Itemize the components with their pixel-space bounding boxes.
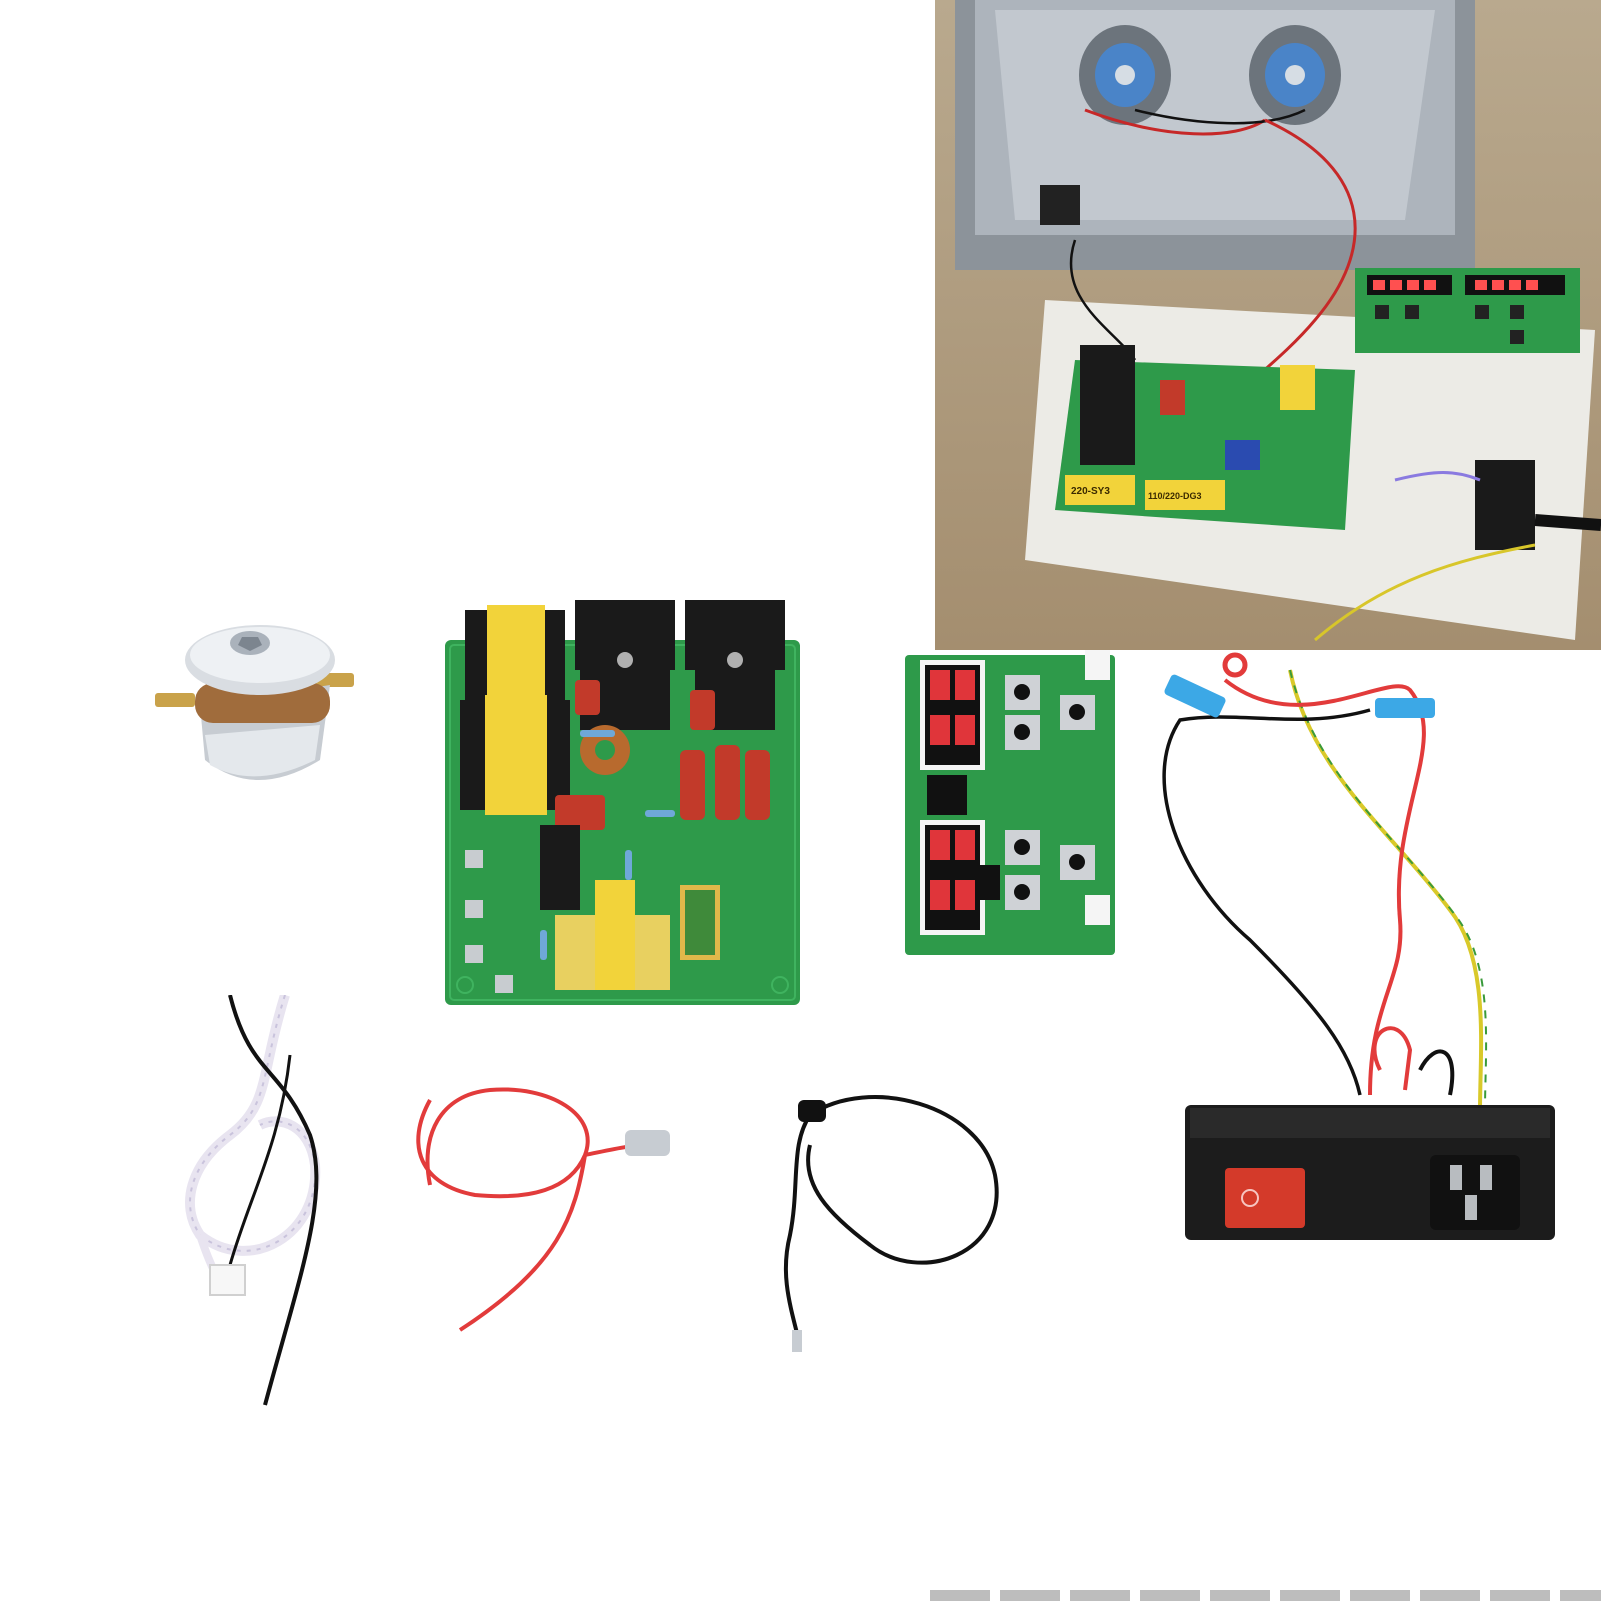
assembled-cleaner-photo: 220-SY3 110/220-DG3 xyxy=(935,0,1601,650)
capacitor-bank xyxy=(555,680,770,830)
power-socket-assembly xyxy=(1150,650,1570,1250)
tactile-buttons xyxy=(1005,675,1095,910)
transformer-label-2: 110/220-DG3 xyxy=(1148,491,1202,501)
bottom-edge-strip xyxy=(930,1590,1601,1601)
installed-transformer-1: 220-SY3 xyxy=(1065,475,1135,505)
installed-transformer-2: 110/220-DG3 xyxy=(1145,480,1225,510)
assembled-cleaner-illustration: 220-SY3 110/220-DG3 xyxy=(955,0,1601,642)
socket-body xyxy=(1185,1105,1555,1240)
tank-transducer-left xyxy=(1079,25,1171,125)
ultrasonic-transducer xyxy=(150,615,360,795)
black-wire-icon xyxy=(783,1095,999,1352)
installed-display-board xyxy=(1355,268,1580,353)
ring-terminal xyxy=(1222,652,1248,678)
installed-heatsink xyxy=(1080,345,1135,465)
heatsink-left xyxy=(575,600,675,730)
blue-terminal-right xyxy=(1375,698,1435,718)
wire-black-2 xyxy=(1418,1049,1455,1096)
red-wire-icon xyxy=(416,1087,670,1332)
ultrasonic-transducer-icon xyxy=(155,625,354,780)
display-board-icon xyxy=(905,650,1115,955)
power-socket-switch-icon xyxy=(1162,652,1555,1240)
wire-green-stripe xyxy=(1289,669,1488,1111)
red-wire xyxy=(400,1075,700,1355)
black-wire-boot xyxy=(798,1100,826,1122)
installed-power-socket xyxy=(1475,460,1535,550)
red-wire-terminal xyxy=(625,1130,670,1156)
wire-red-1 xyxy=(1223,678,1426,1096)
ribbon-cable xyxy=(170,995,350,1415)
heatsink-right xyxy=(685,600,785,730)
tank-transducer-right xyxy=(1249,25,1341,125)
blue-terminal-left xyxy=(1164,674,1226,718)
transformer-label-1: 220-SY3 xyxy=(1071,486,1110,497)
power-board-icon xyxy=(445,600,800,1005)
transformer-top xyxy=(465,605,565,710)
display-bottom xyxy=(920,820,985,935)
ribbon-cable-icon xyxy=(185,995,321,1406)
display-control-board xyxy=(905,650,1120,960)
red-switch xyxy=(1225,1168,1305,1228)
transformer-middle xyxy=(460,695,570,815)
display-top xyxy=(920,660,985,770)
relays xyxy=(540,825,580,910)
fuse-holder xyxy=(1040,185,1080,225)
black-wire xyxy=(770,1085,1030,1355)
wire-red-2 xyxy=(1372,1026,1413,1091)
ultrasonic-power-board xyxy=(445,600,805,1010)
wire-black xyxy=(1162,708,1371,1096)
wire-yellow xyxy=(1288,669,1484,1111)
ribbon-connector xyxy=(209,1264,246,1296)
